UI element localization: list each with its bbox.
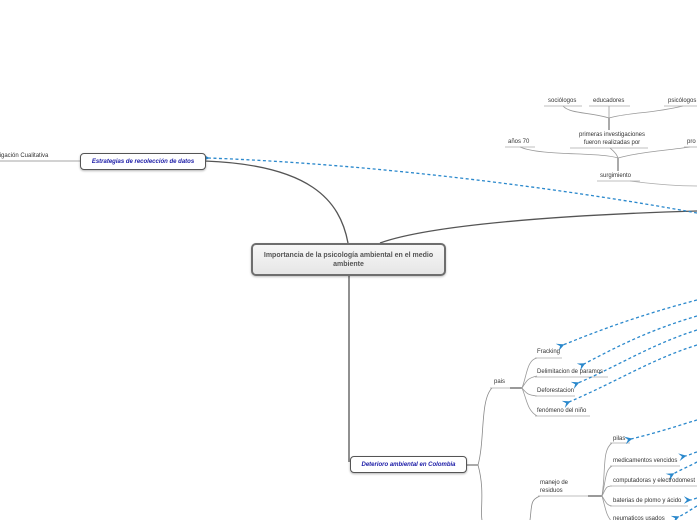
link-primeras bbox=[609, 147, 619, 159]
topic-deterioro[interactable]: Deterioro ambiental en Colombia bbox=[350, 456, 467, 473]
relation-to-fenomeno bbox=[561, 344, 697, 409]
topic-deterioro-label: Deterioro ambiental en Colombia bbox=[361, 461, 456, 468]
subtopic-baterias-plomo[interactable]: baterias de plomo y ácido bbox=[613, 498, 682, 504]
relation-to-pilas bbox=[624, 419, 697, 445]
central-topic[interactable]: Importancia de la psicología ambiental e… bbox=[251, 243, 446, 276]
subtopic-medicamentos-vencidos[interactable]: medicamentos vencidos bbox=[613, 458, 678, 464]
subtopic-psicologos[interactable]: psicólogos bbox=[668, 98, 697, 104]
subtopic-sociologos[interactable]: sociólogos bbox=[548, 98, 577, 104]
link-sociologos bbox=[562, 105, 610, 119]
link-surgimiento-right bbox=[629, 180, 697, 187]
topic-estrategias-label: Estrategias de recolección de datos bbox=[91, 158, 195, 165]
link-anos70 bbox=[519, 146, 619, 159]
subtopic-educadores[interactable]: educadores bbox=[593, 98, 625, 104]
subtopic-pro-truncated[interactable]: pro bbox=[687, 139, 696, 145]
subtopic-pais[interactable]: pais bbox=[494, 379, 506, 385]
subtopic-pilas[interactable]: pilas bbox=[613, 436, 626, 442]
subtopic-primeras-investigaciones[interactable]: primeras investigaciones fueron realizad… bbox=[578, 132, 646, 146]
relation-to-fracking bbox=[555, 299, 697, 351]
link-manejo bbox=[477, 464, 483, 520]
relation-to-medicamentos bbox=[678, 451, 697, 462]
link-delimitacion bbox=[521, 375, 538, 389]
subtopic-investigacion-cualitativa[interactable]: tigación Cualitativa bbox=[0, 153, 49, 159]
link-central-estrategias bbox=[204, 160, 349, 244]
link-neumaticos bbox=[601, 495, 611, 520]
relation-to-deforestacion bbox=[570, 329, 697, 390]
link-central-right bbox=[379, 210, 697, 244]
central-topic-label: Importancia de la psicología ambiental e… bbox=[263, 251, 434, 268]
link-fracking bbox=[521, 357, 538, 389]
subtopic-delimitacion-paramos[interactable]: Delimitacion de paramos bbox=[537, 369, 604, 375]
subtopic-deforestacion[interactable]: Deforestacion bbox=[537, 388, 575, 394]
relation-to-computadoras bbox=[665, 461, 697, 481]
link-manejo-up bbox=[529, 495, 541, 520]
subtopic-fenomeno-nino[interactable]: fenómeno del niño bbox=[537, 408, 587, 414]
link-psicologos bbox=[608, 105, 684, 119]
topic-estrategias[interactable]: Estrategias de recolección de datos bbox=[80, 153, 206, 170]
link-deforestacion bbox=[521, 387, 538, 397]
link-fenomeno bbox=[521, 387, 538, 417]
link-pais bbox=[477, 387, 493, 466]
subtopic-manejo-residuos[interactable]: manejo de residuos bbox=[540, 480, 569, 494]
link-pilas bbox=[601, 442, 613, 497]
link-medicamentos bbox=[601, 465, 613, 497]
subtopic-surgimiento[interactable]: surgimiento bbox=[600, 173, 632, 179]
subtopic-neumaticos-usados[interactable]: neumaticos usados bbox=[613, 516, 665, 522]
relation-to-neumaticos bbox=[670, 505, 697, 520]
subtopic-computadoras-electrodomesticos[interactable]: computadoras y electrodomest bbox=[613, 478, 696, 484]
relation-to-estrategias bbox=[201, 153, 697, 214]
link-pro bbox=[617, 146, 691, 159]
subtopic-anos-70[interactable]: años 70 bbox=[508, 139, 530, 145]
relation-to-baterias bbox=[683, 496, 697, 504]
subtopic-fracking[interactable]: Fracking bbox=[537, 349, 561, 355]
relation-to-delimitacion bbox=[576, 315, 697, 371]
